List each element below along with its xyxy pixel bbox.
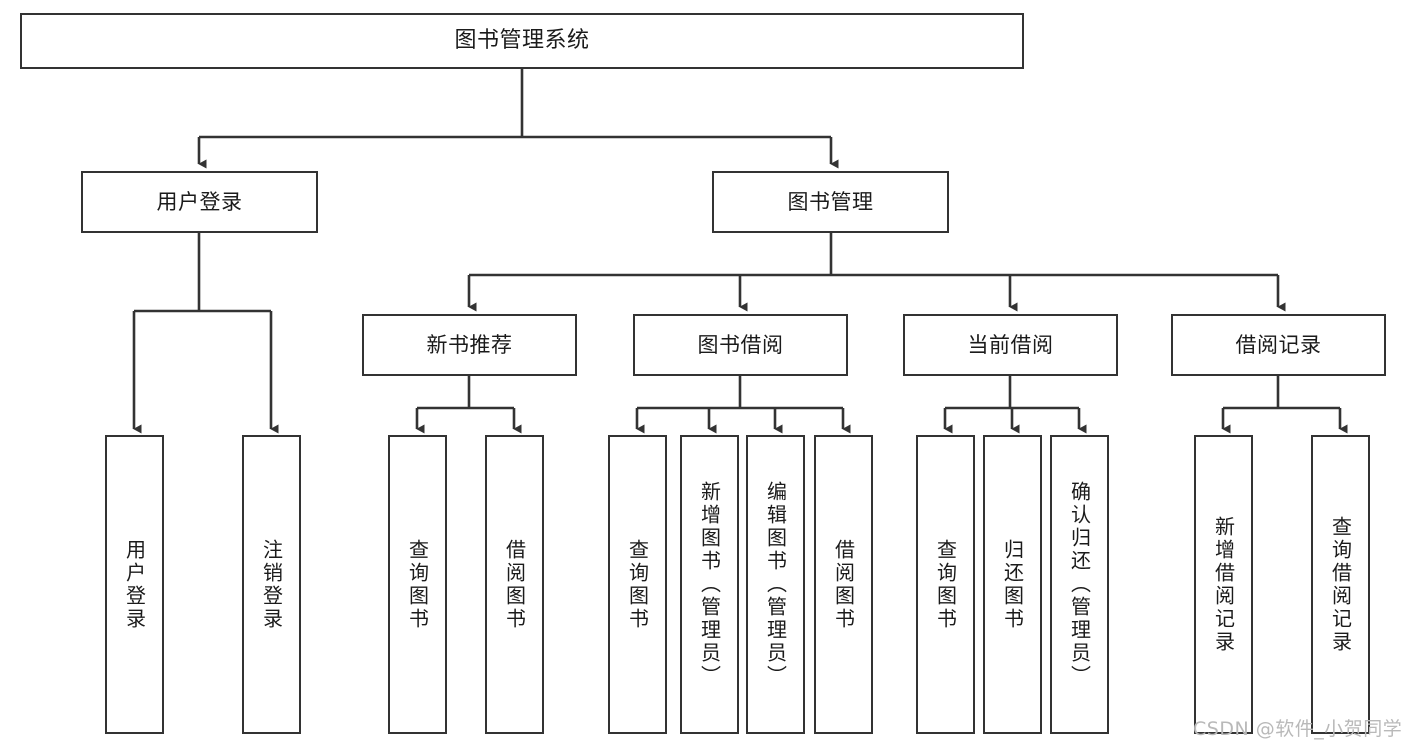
node-book-management-label: 图书管理 <box>787 189 874 214</box>
node-leaf-borrow-query-book[interactable]: 查询图书 <box>608 435 667 734</box>
node-leaf-recommend-borrow-book[interactable]: 借阅图书 <box>485 435 544 734</box>
node-leaf-user-login-label: 用户登录 <box>122 538 147 631</box>
node-root-label: 图书管理系统 <box>454 28 590 54</box>
node-new-book-recommend[interactable]: 新书推荐 <box>362 314 577 376</box>
csdn-watermark: CSDN @软件_小贺同学 <box>1193 718 1403 740</box>
node-leaf-query-borrow-record-label: 查询借阅记录 <box>1328 515 1353 654</box>
node-user-login-label: 用户登录 <box>156 189 243 214</box>
node-leaf-add-borrow-record[interactable]: 新增借阅记录 <box>1194 435 1253 734</box>
node-leaf-current-query-book-label: 查询图书 <box>933 538 958 631</box>
node-leaf-return-book-label: 归还图书 <box>1000 538 1025 631</box>
node-leaf-confirm-return-admin[interactable]: 确认归还（管理员） <box>1050 435 1109 734</box>
node-leaf-user-logout[interactable]: 注销登录 <box>242 435 301 734</box>
node-borrow-record-label: 借阅记录 <box>1235 332 1322 357</box>
node-leaf-confirm-return-admin-label: 确认归还（管理员） <box>1067 481 1092 688</box>
node-current-borrow[interactable]: 当前借阅 <box>903 314 1118 376</box>
node-current-borrow-label: 当前借阅 <box>967 332 1054 357</box>
node-leaf-add-book-admin[interactable]: 新增图书（管理员） <box>680 435 739 734</box>
node-leaf-query-borrow-record[interactable]: 查询借阅记录 <box>1311 435 1370 734</box>
node-user-login[interactable]: 用户登录 <box>81 171 318 233</box>
node-new-book-recommend-label: 新书推荐 <box>426 332 513 357</box>
node-book-management[interactable]: 图书管理 <box>712 171 949 233</box>
node-leaf-edit-book-admin-label: 编辑图书（管理员） <box>763 481 788 688</box>
node-book-borrow[interactable]: 图书借阅 <box>633 314 848 376</box>
node-leaf-add-book-admin-label: 新增图书（管理员） <box>697 481 722 688</box>
node-borrow-record[interactable]: 借阅记录 <box>1171 314 1386 376</box>
node-root[interactable]: 图书管理系统 <box>20 13 1024 69</box>
node-leaf-current-query-book[interactable]: 查询图书 <box>916 435 975 734</box>
node-leaf-recommend-borrow-book-label: 借阅图书 <box>502 538 527 631</box>
node-leaf-recommend-query-book-label: 查询图书 <box>405 538 430 631</box>
node-leaf-return-book[interactable]: 归还图书 <box>983 435 1042 734</box>
node-leaf-borrow-borrow-book-label: 借阅图书 <box>831 538 856 631</box>
node-leaf-edit-book-admin[interactable]: 编辑图书（管理员） <box>746 435 805 734</box>
node-leaf-borrow-borrow-book[interactable]: 借阅图书 <box>814 435 873 734</box>
node-leaf-user-logout-label: 注销登录 <box>259 538 284 631</box>
node-leaf-recommend-query-book[interactable]: 查询图书 <box>388 435 447 734</box>
node-leaf-add-borrow-record-label: 新增借阅记录 <box>1211 515 1236 654</box>
node-leaf-user-login[interactable]: 用户登录 <box>105 435 164 734</box>
node-leaf-borrow-query-book-label: 查询图书 <box>625 538 650 631</box>
node-book-borrow-label: 图书借阅 <box>697 332 784 357</box>
